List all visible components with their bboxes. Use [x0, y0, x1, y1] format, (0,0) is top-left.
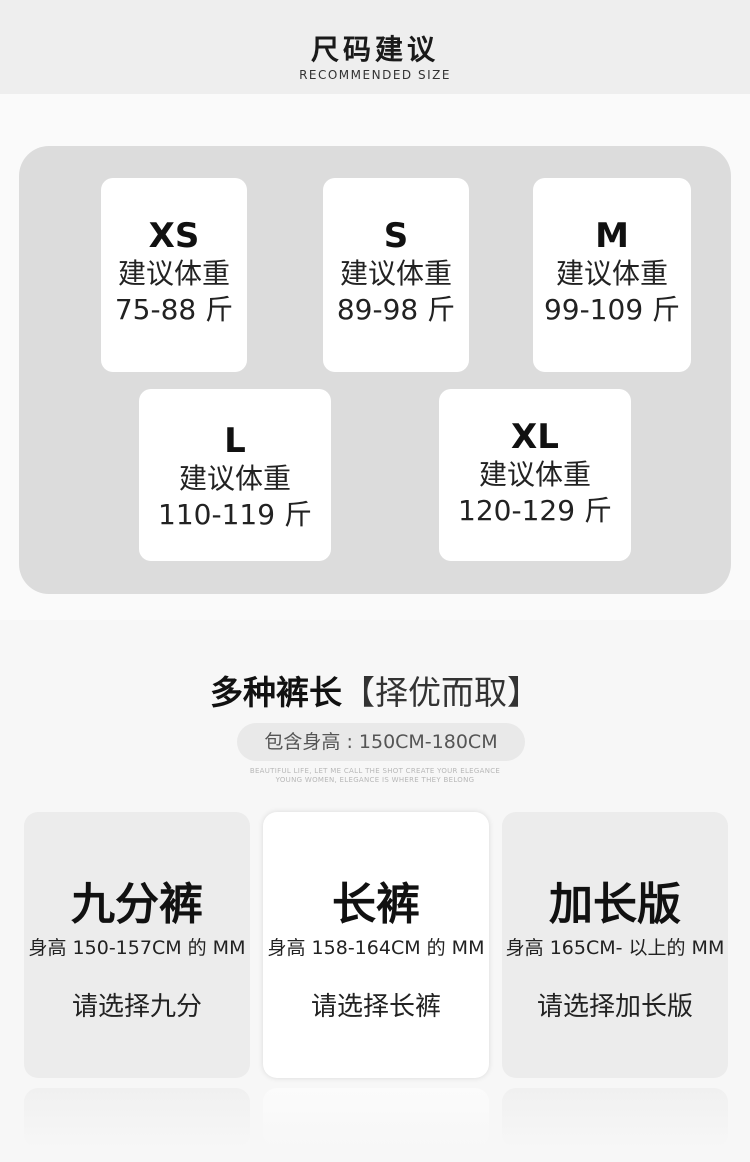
- size-weight-range: 99-109 斤: [543, 293, 681, 326]
- size-weight-range: 110-119 斤: [158, 498, 312, 531]
- length-title-bracket: 【择优而取】: [342, 673, 540, 712]
- size-weight-range: 89-98 斤: [336, 293, 456, 326]
- length-option-height: 身高 165CM- 以上的 MM: [505, 937, 725, 959]
- length-option-choose: 请选择加长版: [536, 992, 693, 1022]
- tagline-line-1: BEAUTIFUL LIFE, LET ME CALL THE SHOT CRE…: [249, 767, 501, 775]
- size-weight-label: 建议体重: [478, 458, 591, 491]
- size-weight-label: 建议体重: [117, 257, 230, 290]
- size-weight-range: 75-88 斤: [114, 293, 234, 326]
- height-range-pill: 包含身高 : 150CM-180CM: [237, 723, 525, 761]
- length-option-choose: 请选择九分: [71, 992, 202, 1022]
- length-option-height: 身高 158-164CM 的 MM: [267, 937, 485, 959]
- length-option-cropped[interactable]: 九分裤 身高 150-157CM 的 MM 请选择九分: [24, 812, 250, 1078]
- size-code: L: [224, 421, 246, 461]
- length-option-name: 九分裤: [71, 879, 203, 930]
- size-code: XL: [511, 417, 559, 457]
- size-card-s[interactable]: S 建议体重 89-98 斤: [323, 178, 469, 372]
- size-weight-label: 建议体重: [178, 462, 291, 495]
- size-card-l[interactable]: L 建议体重 110-119 斤: [139, 389, 331, 561]
- size-card-m[interactable]: M 建议体重 99-109 斤: [533, 178, 691, 372]
- length-option-name: 加长版: [549, 879, 681, 930]
- size-weight-range: 120-129 斤: [458, 494, 612, 527]
- length-option-name: 长裤: [332, 879, 420, 930]
- length-option-full[interactable]: 长裤 身高 158-164CM 的 MM 请选择长裤: [263, 812, 489, 1078]
- length-option-choose: 请选择长裤: [310, 992, 441, 1022]
- header-banner: 尺码建议 RECOMMENDED SIZE: [0, 0, 750, 94]
- card-reflection: [502, 1088, 728, 1148]
- page-subtitle: RECOMMENDED SIZE: [299, 68, 451, 82]
- size-code: S: [383, 216, 409, 256]
- card-reflection: [263, 1088, 489, 1148]
- size-code: XS: [148, 216, 200, 256]
- length-title-main: 多种裤长: [210, 673, 342, 712]
- size-weight-label: 建议体重: [555, 257, 668, 290]
- size-weight-label: 建议体重: [339, 257, 452, 290]
- size-code: M: [595, 216, 629, 256]
- tagline-line-2: YOUNG WOMEN, ELEGANCE IS WHERE THEY BELO…: [275, 776, 475, 784]
- length-option-height: 身高 150-157CM 的 MM: [28, 937, 246, 959]
- page-title: 尺码建议: [310, 33, 439, 66]
- size-card-xl[interactable]: XL 建议体重 120-129 斤: [439, 389, 631, 561]
- length-section-title: 多种裤长【择优而取】: [0, 666, 750, 714]
- card-reflection: [24, 1088, 250, 1148]
- length-option-extended[interactable]: 加长版 身高 165CM- 以上的 MM 请选择加长版: [502, 812, 728, 1078]
- size-card-xs[interactable]: XS 建议体重 75-88 斤: [101, 178, 247, 372]
- size-panel: XS 建议体重 75-88 斤 S 建议体重 89-98 斤 M 建议体重 99…: [19, 146, 731, 594]
